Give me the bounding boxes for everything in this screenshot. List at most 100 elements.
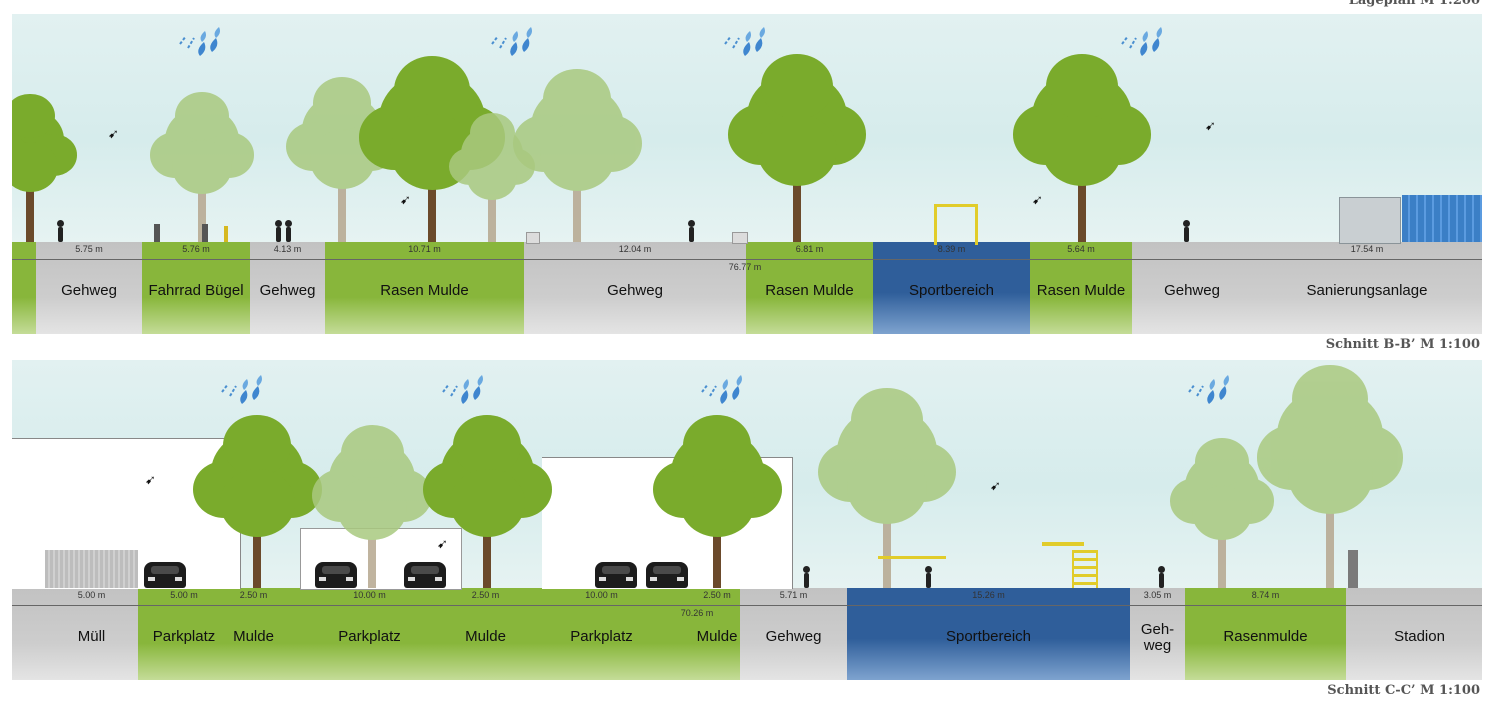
rain-icon [1188, 375, 1229, 404]
zone-label: Sportbereich [908, 282, 995, 299]
zone-grass-4 [325, 242, 525, 334]
zone-paving-1 [36, 242, 143, 334]
dimension-label: 12.04 m [618, 244, 652, 254]
tree [717, 54, 877, 242]
dimension-line [45, 605, 138, 606]
dimension-line [1030, 259, 1132, 260]
car-icon [646, 562, 688, 588]
dimension-label: 10.00 m [353, 590, 386, 600]
dimension-label: 5.64 m [1067, 244, 1095, 254]
zone-label: Gehweg [607, 282, 663, 299]
dimension-label: 5.00 m [77, 590, 106, 600]
zone-label: Rasen Mulde [380, 282, 469, 299]
zone-label: Müll [77, 628, 106, 645]
zone-grass-4 [277, 588, 463, 680]
dimension-label: 2.50 m [703, 590, 731, 600]
zone-label: Sanierungsanlage [1306, 282, 1428, 299]
rain-icon [491, 27, 532, 56]
total-dimension: 70.26 m [680, 608, 714, 618]
dimension-line [325, 259, 524, 260]
bird-icon: ➹ [1205, 118, 1216, 133]
zone-label: Rasen Mulde [765, 282, 854, 299]
dimension-line [138, 605, 230, 606]
dimension-label: 5.76 m [182, 244, 210, 254]
zone-paving-0 [12, 588, 46, 680]
car-icon [595, 562, 637, 588]
zone-grass-11 [1185, 588, 1347, 680]
rain-icon [221, 375, 262, 404]
total-dimension: 76.77 m [728, 262, 762, 272]
zone-label: Gehweg [61, 282, 117, 299]
dimension-label: 3.05 m [1143, 590, 1172, 600]
dimension-label: 4.13 m [273, 244, 302, 254]
dimension-label: 8.39 m [937, 244, 966, 254]
dimension-line [12, 605, 45, 606]
container [1339, 197, 1401, 244]
zone-label: Parkplatz [152, 628, 216, 645]
pillar [1348, 550, 1358, 588]
section-c-caption: Schnitt C-C’ M 1:100 [1327, 683, 1480, 698]
dimension-label: 17.54 m [1350, 244, 1384, 254]
zone-label: Gehweg [765, 628, 822, 645]
tree [502, 68, 652, 242]
zone-paving-5 [524, 242, 747, 334]
bird-icon: ➹ [437, 536, 448, 551]
dimension-label: 2.50 m [239, 590, 268, 600]
dimension-line [142, 259, 250, 260]
zone-label: Rasenmulde [1223, 628, 1308, 645]
car-icon [144, 562, 186, 588]
dimension-label: 15.26 m [972, 590, 1005, 600]
zone-label: Geh-weg [1140, 621, 1175, 654]
bird-icon: ➹ [1032, 192, 1043, 207]
person-icon [284, 220, 292, 242]
dimension-line [1357, 605, 1482, 606]
container-blue [1402, 195, 1482, 242]
person-icon [687, 220, 695, 242]
tree [182, 414, 332, 588]
zone-label: Mulde [233, 628, 274, 645]
dimension-line [746, 259, 873, 260]
zone-label: Gehweg [1164, 282, 1220, 299]
zone-label: Sportbereich [945, 628, 1032, 645]
tree [412, 414, 562, 588]
section-b-caption: Schnitt B-B’ M 1:100 [1325, 337, 1480, 352]
zone-grass-2 [138, 588, 231, 680]
rain-icon [442, 375, 483, 404]
bird-icon: ➹ [400, 192, 411, 207]
bird-icon: ➹ [990, 478, 1001, 493]
person-icon [1182, 220, 1190, 242]
dimension-line [277, 605, 462, 606]
zone-label: Mulde [696, 628, 738, 645]
person-icon [274, 220, 282, 242]
dimension-line [230, 605, 277, 606]
rain-icon [179, 27, 220, 56]
ladder-icon [1072, 550, 1098, 588]
dimension-line [1132, 259, 1252, 260]
zone-paving-1 [45, 588, 139, 680]
zone-paving-10 [1252, 242, 1482, 334]
monkey-bars-icon [878, 556, 946, 559]
tree [1245, 363, 1415, 588]
person-icon [802, 566, 810, 588]
bike-rack [224, 226, 228, 242]
zone-grass-2 [142, 242, 251, 334]
zone-label: Rasen Mulde [1036, 282, 1126, 299]
zone-paving-8 [740, 588, 848, 680]
dimension-line [694, 605, 740, 606]
tree [642, 414, 792, 588]
zone-label: Parkplatz [338, 628, 401, 645]
zone-paving-9 [1132, 242, 1253, 334]
zone-sport-9 [847, 588, 1131, 680]
post [732, 232, 748, 244]
rain-icon [701, 375, 742, 404]
dimension-line [250, 259, 325, 260]
tree [12, 92, 85, 242]
person-icon [56, 220, 64, 242]
bike-rack [154, 224, 160, 242]
bird-icon: ➹ [145, 472, 156, 487]
zone-grass-0 [12, 242, 37, 334]
post [526, 232, 540, 244]
dimension-line [1185, 605, 1346, 606]
